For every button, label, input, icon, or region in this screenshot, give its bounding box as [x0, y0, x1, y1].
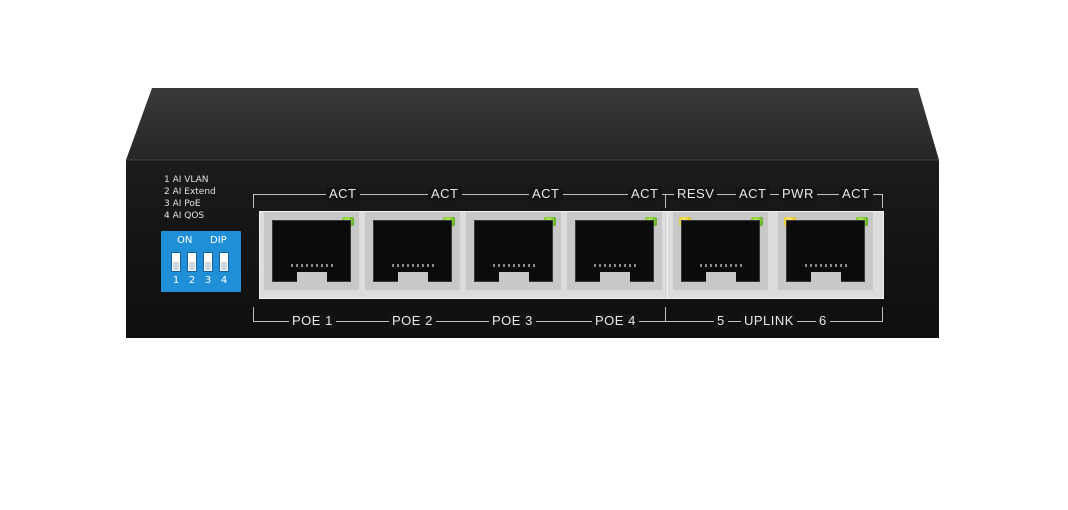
act-label-5: ACT: [736, 187, 770, 201]
act-label-4: ACT: [628, 187, 662, 201]
rj45-jack-icon: [575, 220, 654, 282]
dip-switch: ON DIP 1 2 3 4: [161, 231, 241, 292]
rj45-jack-icon: [474, 220, 553, 282]
top-bracket-mid-tick: [665, 194, 666, 208]
dip-legend-2: 2 AI Extend: [164, 187, 216, 197]
dip-toggle-1[interactable]: [171, 252, 181, 272]
dip-on-label: ON: [177, 235, 193, 246]
poe-2-label: POE 2: [389, 314, 436, 328]
poe-4-label: POE 4: [592, 314, 639, 328]
bottom-bracket-mid-tick: [665, 307, 666, 321]
dip-legend-3: 3 AI PoE: [164, 199, 201, 209]
dip-legend-1: 1 AI VLAN: [164, 175, 209, 185]
dip-legend: 1 AI VLAN 2 AI Extend 3 AI PoE 4 AI QOS: [164, 174, 216, 222]
dip-number-4: 4: [220, 275, 228, 286]
dip-number-3: 3: [204, 275, 212, 286]
act-label-1: ACT: [326, 187, 360, 201]
dip-title-label: DIP: [210, 235, 227, 246]
uplink-label: UPLINK: [741, 314, 797, 328]
rj45-jack-icon: [272, 220, 351, 282]
dip-toggle-4[interactable]: [219, 252, 229, 272]
rj45-jack-icon: [786, 220, 865, 282]
port-6-label: 6: [816, 314, 830, 328]
poe-3-label: POE 3: [489, 314, 536, 328]
poe-port-3[interactable]: [466, 212, 561, 290]
bottom-bracket-right-tick: [882, 307, 883, 321]
dip-number-1: 1: [172, 275, 180, 286]
pwr-label: PWR: [779, 187, 817, 201]
act-label-6: ACT: [839, 187, 873, 201]
uplink-port-6[interactable]: [778, 212, 873, 290]
top-bracket-line: [253, 194, 883, 195]
dip-number-2: 2: [188, 275, 196, 286]
poe-port-1[interactable]: [264, 212, 359, 290]
rj45-jack-icon: [373, 220, 452, 282]
top-bracket-left-tick: [253, 194, 254, 208]
bottom-bracket-line: [253, 321, 883, 322]
dip-toggle-3[interactable]: [203, 252, 213, 272]
poe-1-label: POE 1: [289, 314, 336, 328]
top-bracket-right-tick: [882, 194, 883, 208]
front-panel: 1 AI VLAN 2 AI Extend 3 AI PoE 4 AI QOS …: [126, 160, 939, 338]
rj45-jack-icon: [681, 220, 760, 282]
uplink-port-5[interactable]: [673, 212, 768, 290]
act-label-3: ACT: [529, 187, 563, 201]
act-label-2: ACT: [428, 187, 462, 201]
dip-toggle-2[interactable]: [187, 252, 197, 272]
bottom-bracket-left-tick: [253, 307, 254, 321]
resv-label: RESV: [674, 187, 718, 201]
poe-port-2[interactable]: [365, 212, 460, 290]
poe-port-4[interactable]: [567, 212, 662, 290]
port-5-label: 5: [714, 314, 728, 328]
dip-legend-4: 4 AI QOS: [164, 211, 205, 221]
